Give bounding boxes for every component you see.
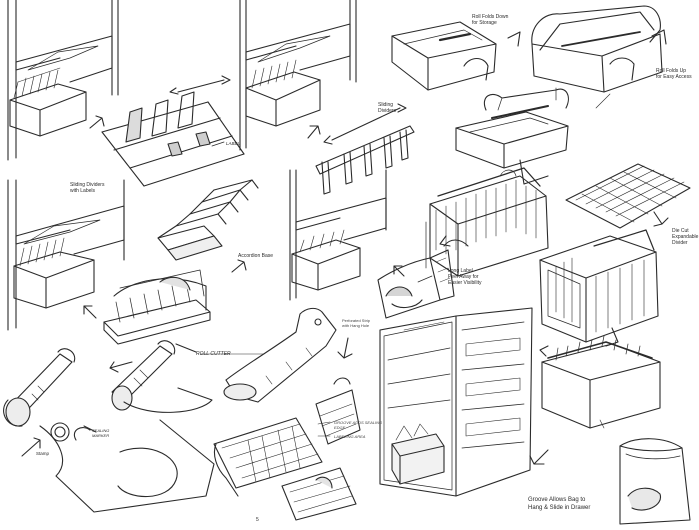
refrigerator-open [379,307,533,497]
expandable-divider-frame [539,229,659,347]
page-number: 5 [256,517,259,523]
drawer-with-hanging-bags [539,335,661,429]
label-long-label: Long Label Peel Away for Easier Visibili… [448,268,482,286]
sliding-dividers-rack [101,75,245,187]
label-label-tag: LABEL [226,141,241,146]
fridge-drawer-with-labels [7,179,125,331]
rolled-bag-sheet [223,307,353,403]
roll-storage-box-closed [391,21,521,91]
label-accordion-base: Accordion Base [238,253,274,259]
label-sliding-dividers: Sliding Dividers [378,102,397,114]
label-stamp: Stamp [36,451,50,456]
sliding-dividers-bar [315,103,415,195]
label-die-cut-divider: Die Cut Expandable Divider [672,228,699,246]
die-cut-divider-sheet [565,163,691,229]
label-roll-folds-up: Roll Folds Up for Easy Access [656,68,692,80]
fridge-drawer-open [239,0,357,151]
label-perforated-strip: Perforated Strip with Hang Hole [342,318,371,328]
bags-in-divider-tray [103,269,211,345]
label-bag-note-b: LABELING AREA [334,434,366,439]
labeled-bag-sheet [213,377,361,521]
roll-storage-box-open [531,5,667,109]
label-roll-folds-down: Roll Folds Down for Storage [472,14,509,26]
label-sliding-dividers-with-labels: Sliding Dividers with Labels [70,182,105,194]
label-roll-cutter: ROLL CUTTER [196,351,231,357]
label-groove-allows: Groove Allows Bag to Hang & Slide in Dra… [528,497,591,511]
accordion-base [157,179,259,273]
roll-dispenser-open [455,87,569,185]
roll-cutter-tubes [3,340,215,513]
bag-with-groove [529,438,691,525]
hanging-file-bags [417,167,549,283]
fridge-drawer-dividers [289,169,405,301]
label-bag-note-a: GROOVE ADDS SEALING EDGE [334,420,383,430]
fridge-drawer-with-bags [7,0,119,161]
label-sealing-marker: SEALING MARKER [92,428,110,438]
